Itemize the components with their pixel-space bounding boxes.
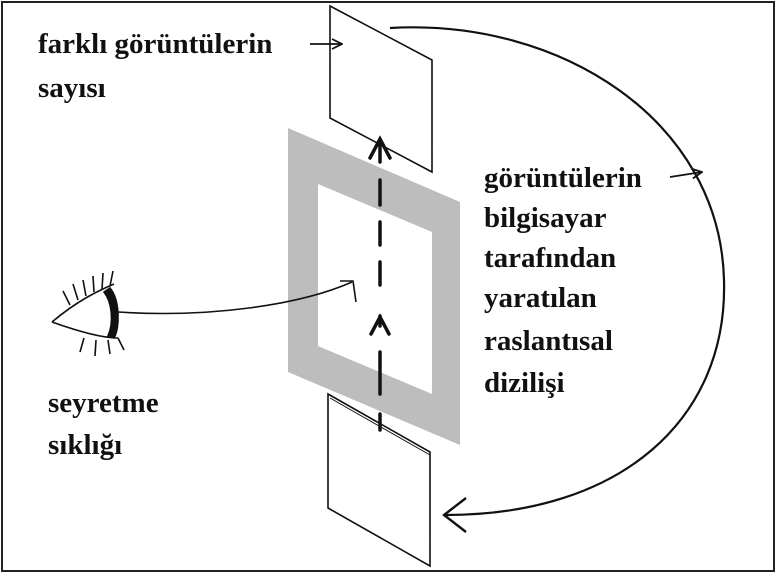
gaze-arrowhead	[340, 280, 357, 303]
sequence-label-line3: tarafından	[484, 242, 616, 274]
viewing-label-line2: sıklığı	[48, 429, 122, 461]
cycle-arrowhead	[442, 497, 467, 533]
eye-icon	[51, 270, 125, 357]
image-count-label-line2: sayısı	[38, 72, 106, 104]
upcoming-image-card	[329, 4, 433, 174]
cycle-arc	[389, 26, 726, 517]
image-sequence-axis	[368, 135, 392, 432]
sequence-label-line1: görüntülerin	[484, 162, 642, 194]
display-frame	[288, 128, 460, 445]
previous-image-card	[327, 392, 431, 568]
sequence-label-line4: yaratılan	[484, 282, 597, 314]
sequence-pointer	[669, 172, 702, 177]
image-count-label-line1: farklı görüntülerin	[38, 28, 272, 60]
sequence-label-line2: bilgisayar	[484, 202, 607, 234]
sequence-label-line5: raslantısal	[484, 325, 613, 357]
gaze-arrow	[117, 281, 353, 315]
sequence-label-line6: dizilişi	[484, 367, 565, 399]
viewing-label-line1: seyretme	[48, 387, 159, 419]
